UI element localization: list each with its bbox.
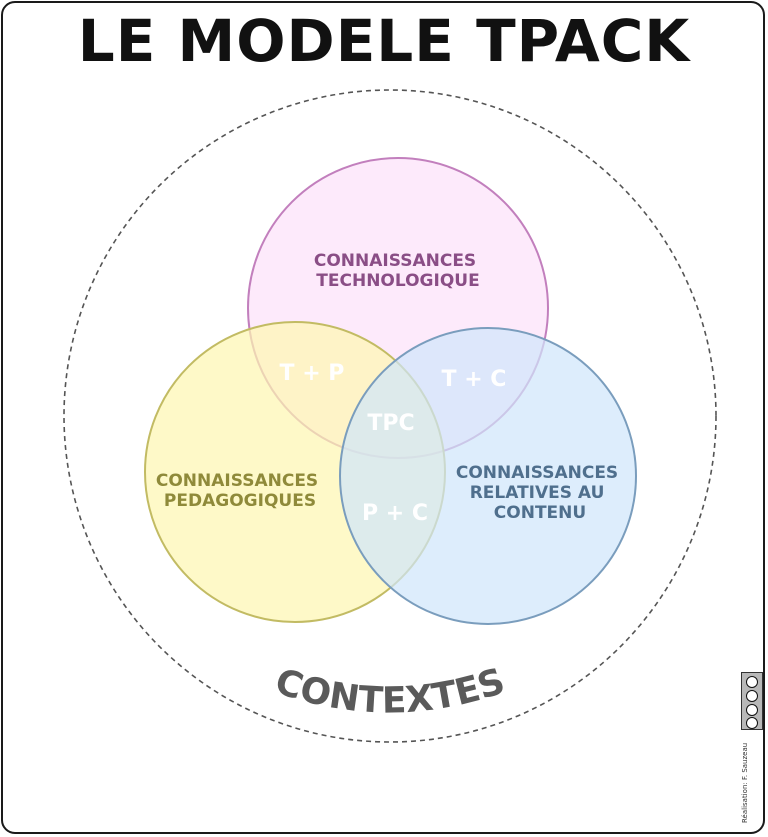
intersection-pc-label: P + C [362, 501, 428, 526]
content-circle [339, 327, 637, 625]
cc-by-nc-sa-icon [741, 672, 763, 730]
technology-label: CONNAISSANCES TECHNOLOGIQUE [314, 251, 482, 291]
intersection-tpc-label: TPC [367, 411, 414, 436]
context-label: CONTEXTES [270, 661, 510, 722]
page-title: LE MODELE TPACK [77, 7, 691, 75]
credit-text: Réalisation: F. Sauzeau [741, 742, 749, 823]
pedagogy-label: CONNAISSANCES PEDAGOGIQUES [156, 471, 324, 511]
intersection-tp-label: T + P [280, 361, 345, 386]
intersection-tc-label: T + C [442, 367, 507, 392]
content-label: CONNAISSANCES RELATIVES AU CONTENU [456, 463, 624, 523]
credit: Réalisation: F. Sauzeau [739, 742, 753, 825]
context-circle [63, 89, 717, 743]
